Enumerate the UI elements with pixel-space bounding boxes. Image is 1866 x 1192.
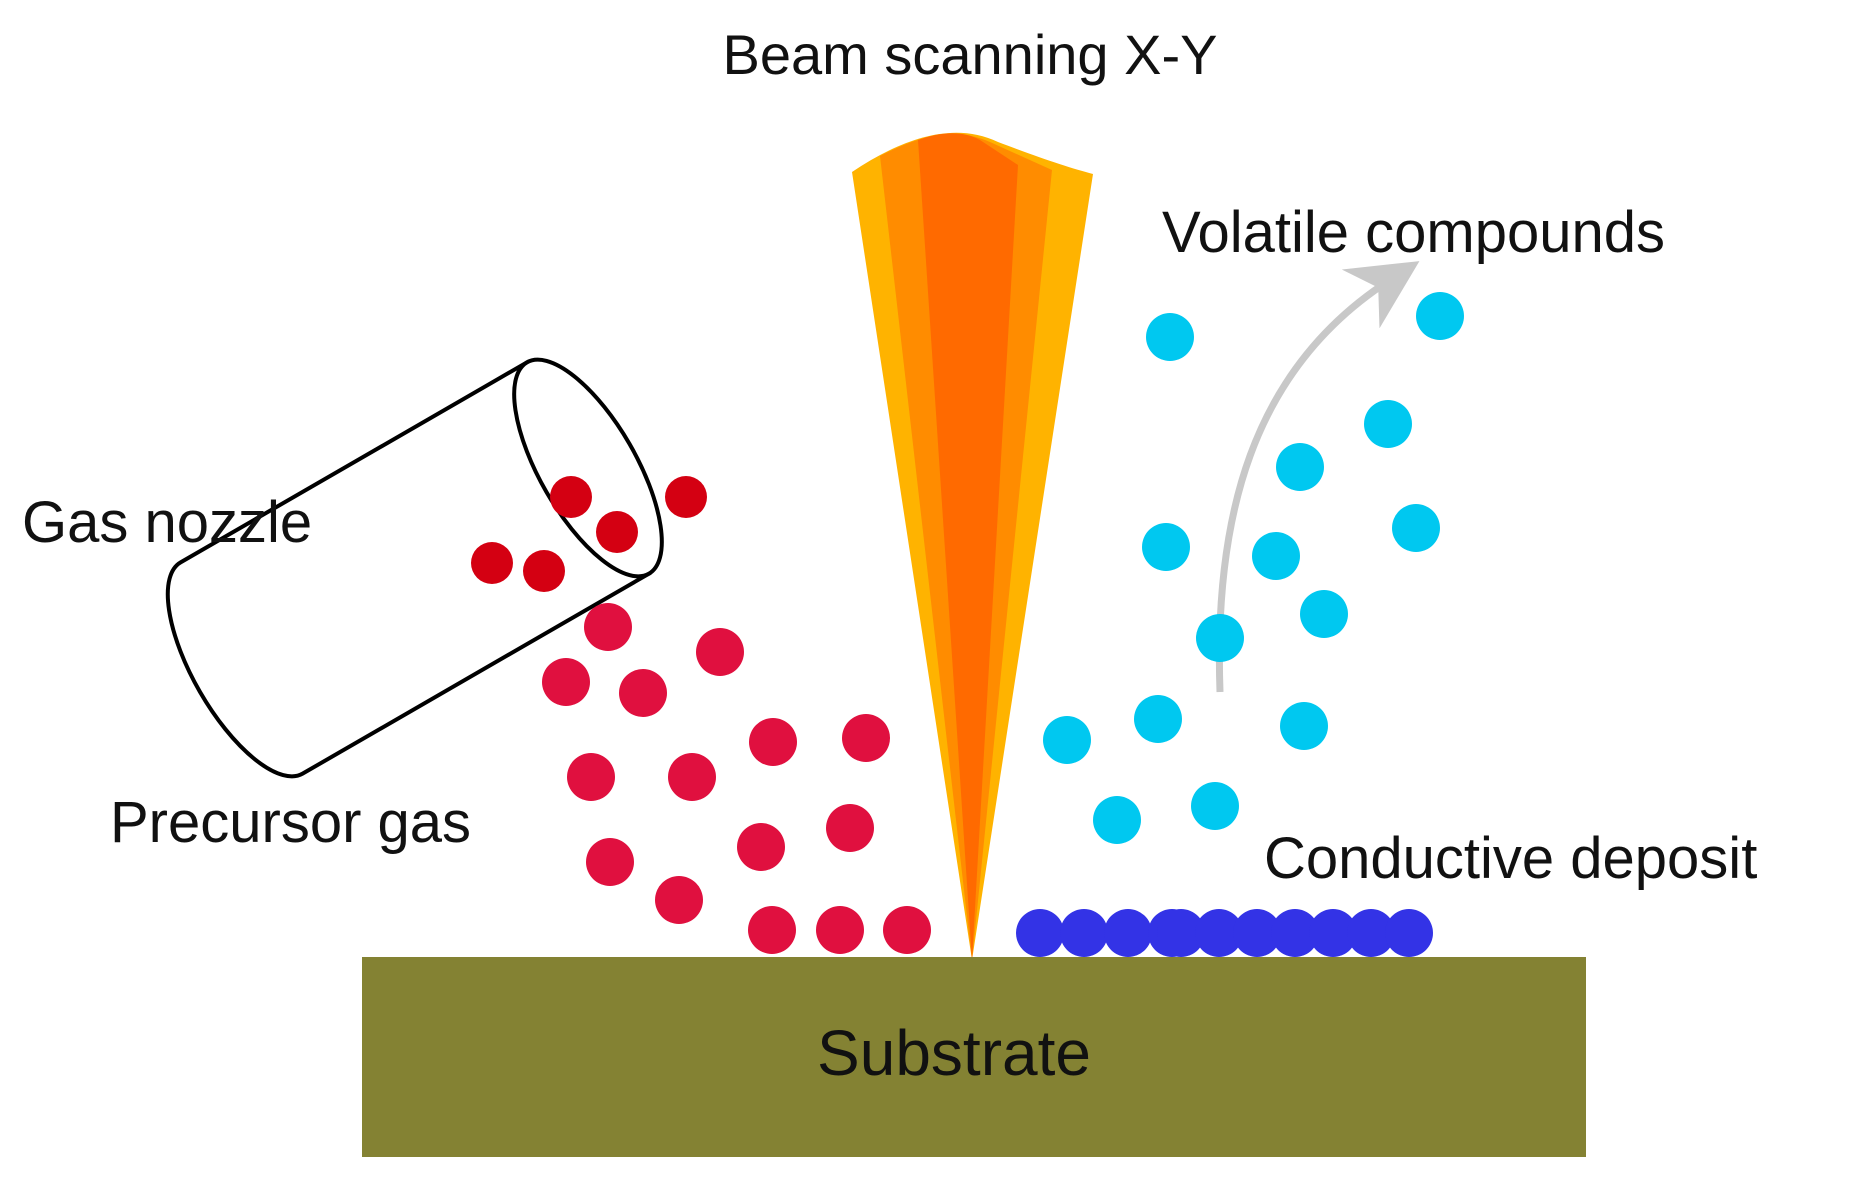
precursor-molecule [883,906,931,954]
precursor-molecule [668,753,716,801]
deposit-atom [1060,909,1108,957]
volatile-molecule [1300,590,1348,638]
volatile-molecule [1196,614,1244,662]
volatile-molecule [1146,313,1194,361]
volatile-molecule [1252,532,1300,580]
deposit-atom [1157,909,1205,957]
volatile-molecule [1280,702,1328,750]
precursor-molecule [842,714,890,762]
deposit-atom [1233,909,1281,957]
nozzle-molecule [523,550,565,592]
volatile-molecule [1392,504,1440,552]
volatile-molecule [1093,796,1141,844]
deposit-atom [1016,909,1064,957]
volatile-molecule [1191,782,1239,830]
deposit-atoms [1016,909,1433,957]
precursor-gas-label: Precursor gas [110,790,471,855]
ion-beam-cone-icon [852,132,1093,960]
volatile-molecule [1142,523,1190,571]
precursor-molecule [826,804,874,852]
volatile-compounds-label: Volatile compounds [1162,200,1665,265]
nozzle-body [165,359,652,779]
volatile-molecule [1134,695,1182,743]
nozzle-molecule [471,542,513,584]
volatile-molecule [1416,292,1464,340]
precursor-molecule [816,906,864,954]
volatile-molecule [1364,400,1412,448]
nozzle-molecule [665,476,707,518]
deposit-atom [1104,909,1152,957]
deposit-atom [1309,909,1357,957]
beam-scanning-label: Beam scanning X-Y [723,23,1218,86]
volatile-molecule [1276,443,1324,491]
substrate-block [362,957,1586,1157]
nozzle-molecules [471,476,707,592]
deposit-atom [1347,909,1395,957]
volatile-molecule [1043,716,1091,764]
precursor-molecule [696,628,744,676]
precursor-molecule [586,838,634,886]
precursor-molecule [567,753,615,801]
gas-nozzle-label: Gas nozzle [22,490,312,555]
precursor-molecule [655,876,703,924]
precursor-molecules [542,603,931,954]
precursor-molecule [748,906,796,954]
deposit-atom [1385,909,1433,957]
volatile-molecules [1043,292,1464,844]
precursor-molecule [584,603,632,651]
nozzle-molecule [550,476,592,518]
precursor-molecule [737,823,785,871]
precursor-molecule [619,669,667,717]
precursor-molecule [749,718,797,766]
substrate-label: Substrate [817,1017,1091,1089]
precursor-molecule [542,658,590,706]
gas-nozzle-cylinder-icon [165,357,664,779]
deposit-atom [1271,909,1319,957]
nozzle-molecule [596,511,638,553]
deposit-atom [1195,909,1243,957]
conductive-deposit-label: Conductive deposit [1264,826,1757,891]
